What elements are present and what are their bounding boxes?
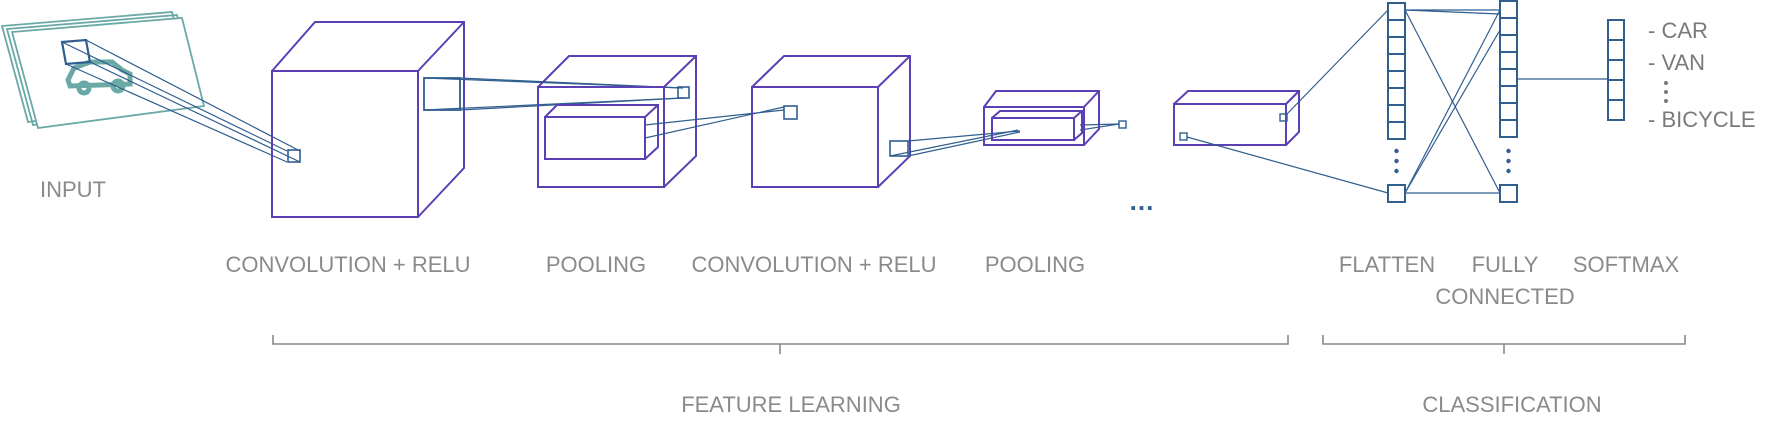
final-feature-volume [1173,90,1300,146]
class-ellipsis-dots [1664,81,1668,103]
classification-label: CLASSIFICATION [1422,392,1601,417]
input-label: INPUT [40,177,106,202]
softmax-neurons [1607,19,1625,121]
ellipsis-label: ... [1130,186,1155,216]
flatten-neurons [1387,2,1406,203]
pool1-label: POOLING [546,252,646,277]
class-label-bicycle: - BICYCLE [1648,107,1756,132]
fully-connected-label-line1: FULLY [1472,252,1539,277]
conv1-label: CONVOLUTION + RELU [225,252,470,277]
car-icon [65,59,133,96]
classification-bracket [1322,335,1686,354]
pool2-volume [983,90,1127,146]
pool1-volume [537,55,697,188]
conv2-volume [751,55,911,188]
class-label-car: - CAR [1648,18,1708,43]
feature-learning-label: FEATURE LEARNING [681,392,901,417]
pool1-to-conv2-connectors [644,106,785,139]
input-to-conv1-connectors [61,39,301,163]
flatten-label: FLATTEN [1339,252,1435,277]
input-image-stack [0,11,206,129]
class-label-van: - VAN [1648,50,1705,75]
feature-learning-bracket [272,335,1289,354]
softmax-label: SOFTMAX [1573,252,1680,277]
fully-connected-neurons [1499,0,1518,203]
dense-connectors [1186,9,1608,194]
conv1-volume [271,21,465,218]
conv2-label: CONVOLUTION + RELU [691,252,936,277]
pool2-label: POOLING [985,252,1085,277]
fully-connected-label-line2: CONNECTED [1435,284,1574,309]
